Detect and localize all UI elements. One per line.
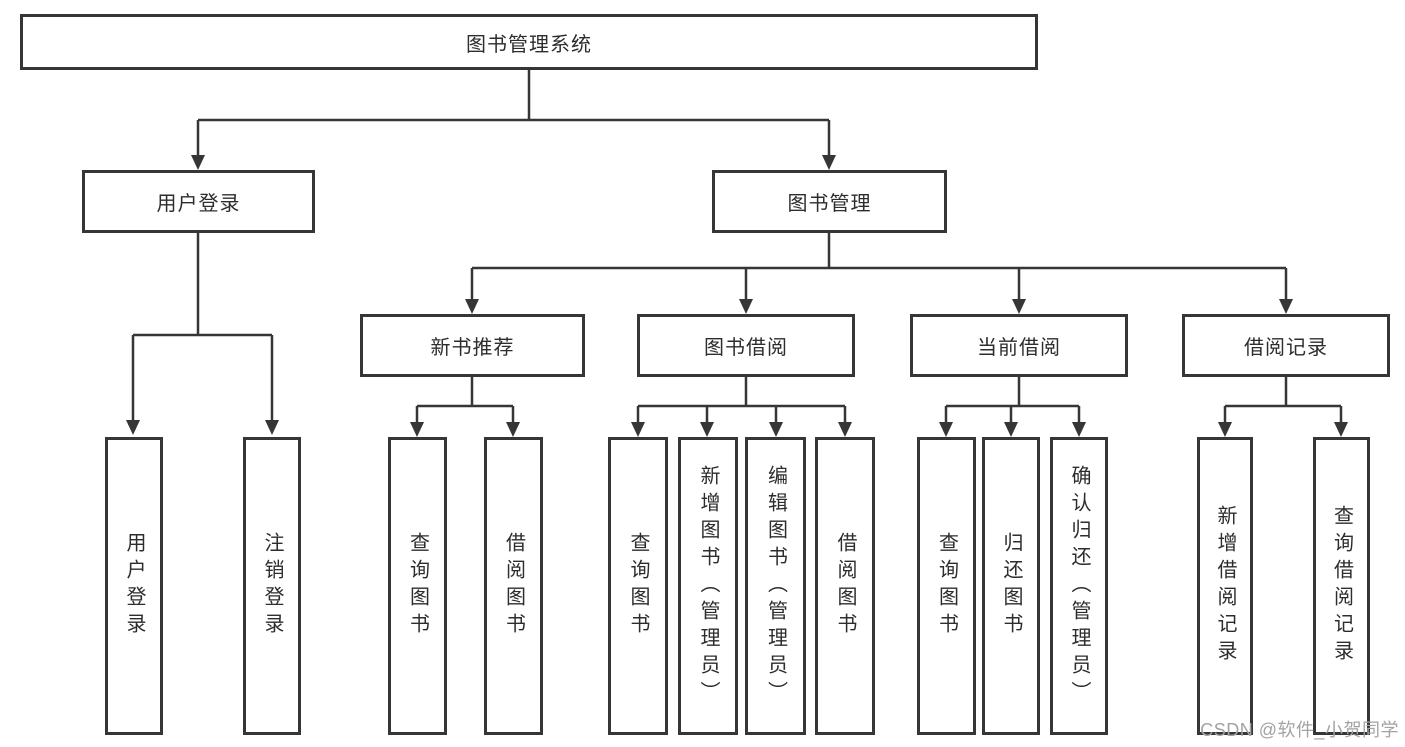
- leaf-query-books-recommend: 查询图书: [388, 437, 447, 735]
- leaf-return-book: 归还图书: [982, 437, 1040, 735]
- node-user-login: 用户登录: [82, 170, 315, 233]
- leaf-query-borrow-record: 查询借阅记录: [1313, 437, 1370, 735]
- leaf-edit-book-admin: 编辑图书（管理员）: [745, 437, 806, 735]
- leaf-confirm-return-admin: 确认归还（管理员）: [1050, 437, 1108, 735]
- node-book-management: 图书管理: [712, 170, 947, 233]
- leaf-query-books-borrow: 查询图书: [608, 437, 668, 735]
- leaf-add-book-admin: 新增图书（管理员）: [678, 437, 738, 735]
- node-root-system: 图书管理系统: [20, 14, 1038, 70]
- leaf-add-borrow-record: 新增借阅记录: [1197, 437, 1253, 735]
- leaf-query-books-current: 查询图书: [917, 437, 976, 735]
- node-current-borrow: 当前借阅: [910, 314, 1128, 377]
- node-book-borrow: 图书借阅: [637, 314, 855, 377]
- node-new-book-recommend: 新书推荐: [360, 314, 585, 377]
- leaf-user-login: 用户登录: [105, 437, 163, 735]
- leaf-borrow-books-recommend: 借阅图书: [484, 437, 543, 735]
- csdn-watermark: CSDN @软件_小贺同学: [1200, 720, 1399, 740]
- leaf-borrow-books: 借阅图书: [815, 437, 875, 735]
- node-borrow-records: 借阅记录: [1182, 314, 1390, 377]
- leaf-logout-login: 注销登录: [243, 437, 301, 735]
